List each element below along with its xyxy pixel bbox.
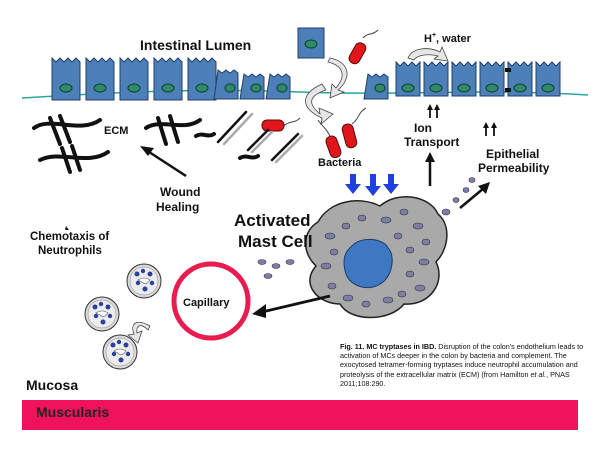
muscularis-band <box>22 400 578 430</box>
epithelial-cell <box>507 60 533 97</box>
caption-et-al: et al. <box>530 369 547 379</box>
epithelial-cell <box>239 73 265 100</box>
epithelial-cell <box>363 73 389 100</box>
neutrophils <box>84 263 162 370</box>
ion-transport-arrow <box>425 104 440 186</box>
caption-text-part1: Disruption of the colon's endothelium le… <box>340 342 584 379</box>
epithelial-permeability-label-line1: Epithelial <box>486 147 539 161</box>
mast-cell-granules <box>320 208 431 308</box>
chemotaxis-label-line1: Chemotaxis of <box>30 231 109 243</box>
neutrophil <box>126 263 162 299</box>
released-granules <box>257 259 295 279</box>
blue-arrows <box>345 174 399 196</box>
activated-mast-cell-label-line1: Activated <box>234 211 311 230</box>
mucosa-label: Mucosa <box>26 377 78 393</box>
permeability-up-arrows <box>483 122 497 136</box>
ecm-label: ECM <box>104 125 128 137</box>
caption-figure-label: Fig. 11. MC tryptases in IBD. <box>340 342 437 351</box>
granules-released-permeability <box>441 177 476 216</box>
curved-arrow-lumen <box>327 57 348 99</box>
tight-junction-marks <box>505 68 511 92</box>
capillary-label: Capillary <box>183 297 230 309</box>
mast-cell-nucleus <box>343 239 393 289</box>
epithelium-right <box>363 60 561 100</box>
wound-healing-arrow <box>140 146 187 178</box>
epithelial-cell <box>451 60 477 97</box>
muscularis-label: Muscularis <box>36 404 110 420</box>
activated-mast-cell <box>305 196 448 319</box>
bacterium <box>348 29 379 65</box>
ecm-fibers <box>32 110 304 174</box>
chemotaxis-label-line2: Neutrophils <box>38 245 102 257</box>
wound-healing-label-line1: Wound <box>160 185 200 199</box>
wound-healing-label-line2: Healing <box>156 200 199 214</box>
activated-mast-cell-label-line2: Mast Cell <box>238 232 313 251</box>
figure-caption: Fig. 11. MC tryptases in IBD. Disruption… <box>340 342 590 388</box>
neutrophil <box>102 334 138 370</box>
bacteria-group <box>261 29 379 159</box>
epithelial-cell <box>153 56 183 101</box>
epithelial-cell <box>535 60 561 97</box>
bacterium <box>261 117 301 132</box>
h-water-label: H+, water <box>424 32 472 45</box>
epithelial-cell <box>213 69 239 100</box>
neutrophil <box>84 296 120 332</box>
epithelial-cell <box>423 60 449 97</box>
epithelial-cell <box>265 73 291 100</box>
permeability-arrow <box>459 182 490 209</box>
epithelial-cell <box>85 56 115 101</box>
neutrophil-curved-arrow <box>127 321 151 344</box>
intestinal-lumen-label: Intestinal Lumen <box>140 37 251 53</box>
caption-text-part2: , PNAS 2011;108:290. <box>340 369 570 388</box>
epithelial-cell <box>395 60 421 97</box>
epithelial-cell <box>479 60 505 97</box>
ion-transport-up-arrows <box>427 104 440 118</box>
bacteria-label: Bacteria <box>318 157 362 169</box>
epithelial-cell <box>51 56 81 101</box>
small-mark <box>65 226 69 230</box>
curved-arrow-h-water <box>407 45 449 62</box>
curved-arrow-bacteria <box>305 83 334 125</box>
capillary <box>171 261 251 341</box>
epithelial-cell <box>119 56 149 101</box>
detached-epithelial-cell <box>297 27 325 59</box>
bacterium <box>341 107 367 149</box>
epithelial-permeability-label-line2: Permeability <box>478 161 550 175</box>
capillary-arrow <box>252 294 331 318</box>
bacterium <box>317 119 342 159</box>
epithelial-cell <box>187 56 217 101</box>
ion-transport-label-line1: Ion <box>414 121 432 135</box>
ion-transport-label-line2: Transport <box>404 135 459 149</box>
epithelium-left <box>51 56 291 101</box>
